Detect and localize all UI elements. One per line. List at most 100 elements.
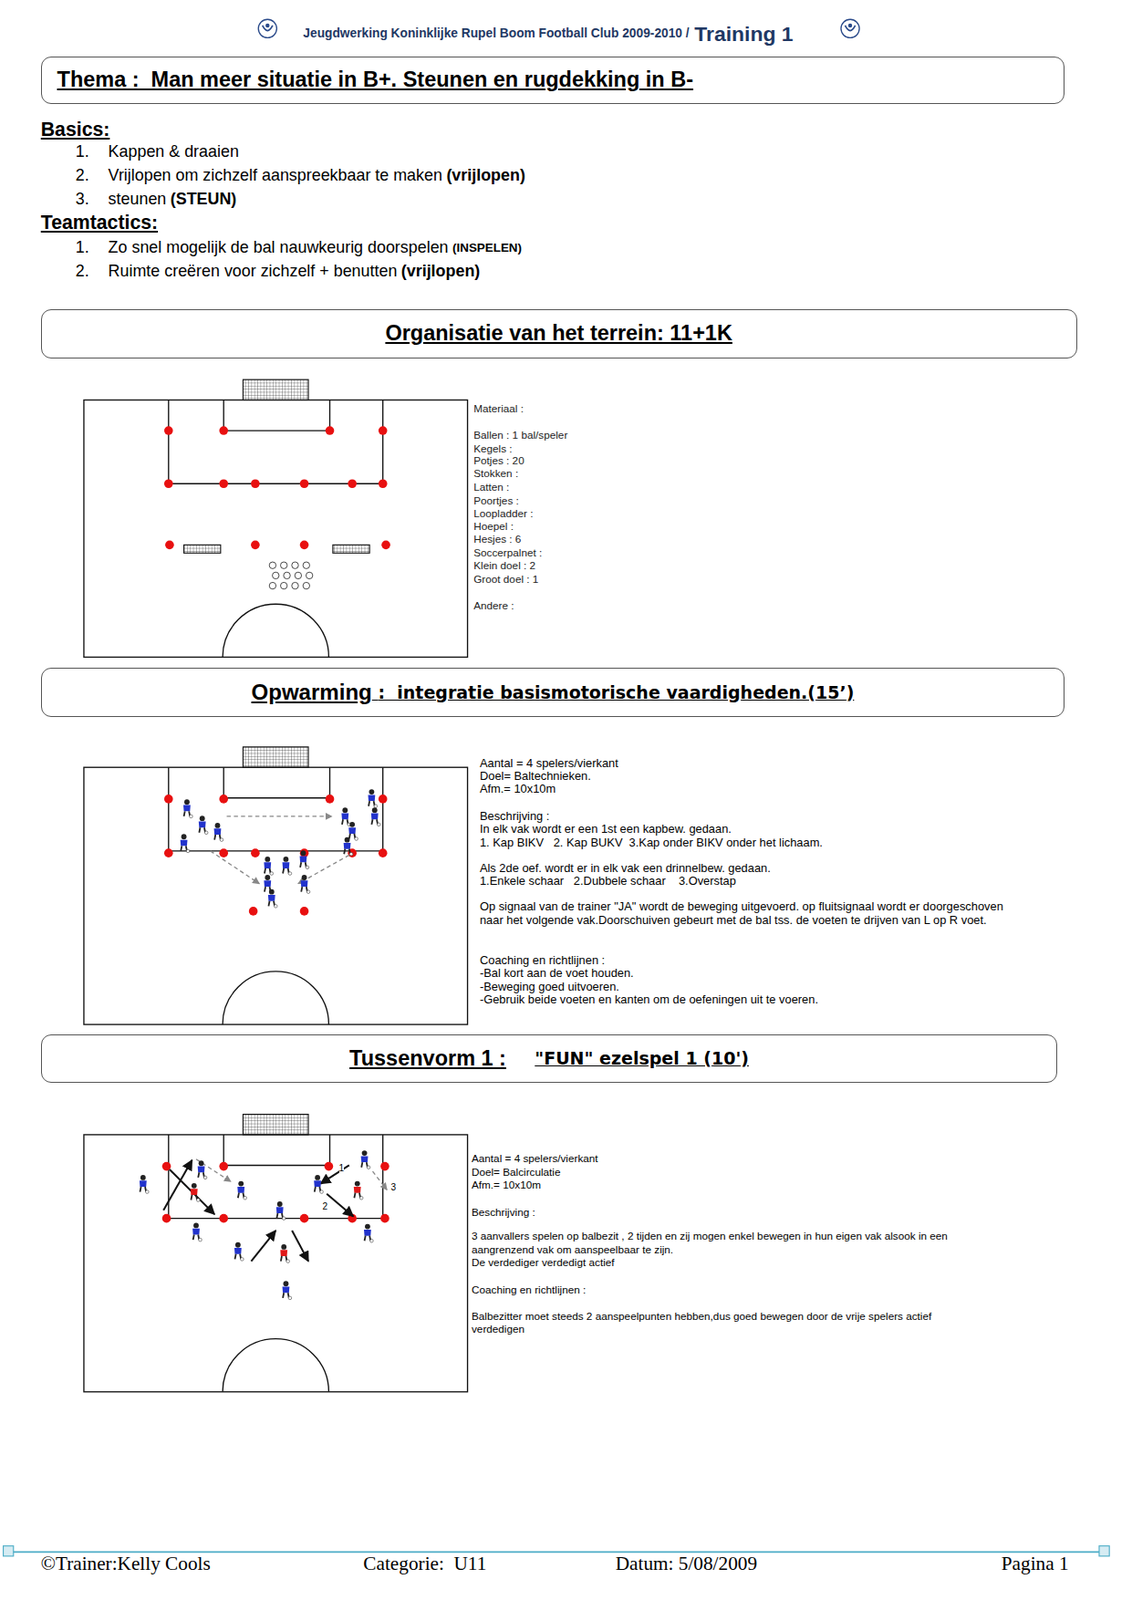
keyword: (INSPELEN)	[452, 240, 522, 255]
art-part	[272, 571, 280, 579]
material-line: Kegels :	[473, 442, 512, 456]
art-part	[235, 1242, 241, 1248]
movement-arrow	[227, 815, 333, 817]
art-part	[368, 800, 375, 807]
player-figure	[276, 1201, 286, 1220]
player-figure	[214, 822, 224, 842]
exercise-text: Aantal = 4 spelers/vierkant	[471, 1152, 599, 1165]
exercise-text: Doel= Balcirculatie	[471, 1165, 561, 1179]
art-part	[301, 880, 309, 887]
art-part	[198, 1160, 205, 1166]
art-part	[139, 1186, 146, 1193]
callout-number: 2	[322, 1201, 329, 1213]
art-part	[363, 1229, 372, 1236]
art-part	[301, 850, 307, 856]
art-part	[378, 478, 388, 489]
art-part	[378, 425, 388, 436]
art-part	[191, 1183, 198, 1189]
player-figure	[192, 1223, 202, 1242]
art-part	[184, 810, 191, 817]
club-logo	[258, 19, 277, 38]
exercise-paragraph: Balbezitter moet steeds 2 aanspeelpunten…	[471, 1309, 962, 1337]
art-part	[234, 1247, 242, 1255]
art-part	[288, 872, 292, 876]
art-part	[280, 1256, 288, 1262]
art-part	[349, 833, 356, 840]
art-part	[218, 1214, 229, 1224]
art-part	[190, 1188, 198, 1195]
movement-arrow	[326, 1194, 354, 1217]
art-part	[264, 874, 271, 881]
art-part	[198, 820, 207, 828]
list-number: 2.	[75, 166, 90, 186]
art-part	[300, 540, 310, 551]
pitch	[83, 747, 468, 1025]
art-part	[300, 1214, 310, 1224]
art-part	[280, 1244, 287, 1250]
exercise-text: Coaching en richtlijnen :	[471, 1283, 586, 1297]
art-part	[222, 971, 329, 1025]
exercise-text: -Bal kort aan de voet houden.	[479, 966, 634, 981]
player-figure	[341, 807, 351, 826]
player-figure	[367, 789, 377, 808]
art-part	[264, 868, 271, 874]
keyword: (STEUN)	[170, 189, 238, 209]
art-part	[204, 830, 208, 835]
art-part	[168, 400, 384, 485]
art-part	[268, 901, 275, 907]
list-item: Kappen & draaien	[108, 142, 239, 162]
material-line: Stokken :	[473, 467, 519, 480]
art-part	[364, 1224, 371, 1230]
art-part	[281, 1216, 286, 1221]
art-part	[198, 1237, 203, 1242]
art-part	[378, 794, 388, 804]
list-number: 3.	[75, 189, 90, 209]
player-figure	[197, 1160, 208, 1179]
material-line: Materiaal :	[473, 402, 524, 416]
header-title: Jeugdwerking Koninklijke Rupel Boom Foot…	[302, 26, 689, 42]
footer-text: Datum: 5/08/2009	[615, 1552, 758, 1575]
player-figure	[343, 837, 354, 856]
keyword: (vrijlopen)	[446, 166, 525, 186]
art-part	[250, 540, 260, 551]
section-label: Basics:	[41, 118, 111, 141]
player-figure	[363, 1224, 374, 1243]
art-part	[301, 874, 308, 881]
small-goal	[332, 544, 370, 553]
art-part	[342, 819, 349, 825]
movement-arrow	[373, 1171, 388, 1190]
training-number: Training 1	[694, 21, 793, 46]
art-part	[364, 1235, 372, 1242]
exercise-text: -Gebruik beide voeten en kanten om de oe…	[479, 993, 819, 1008]
art-part	[848, 23, 852, 28]
art-part	[184, 799, 190, 805]
art-part	[325, 794, 335, 804]
art-part	[354, 837, 359, 842]
art-part	[235, 1254, 242, 1260]
art-part	[270, 872, 274, 876]
art-part	[218, 425, 229, 436]
exercise-paragraph: 3 aanvallers spelen op balbezit , 2 tijd…	[471, 1229, 1013, 1257]
material-line: Andere :	[473, 599, 514, 613]
art-part	[347, 478, 357, 489]
art-part	[344, 837, 351, 843]
art-part	[288, 1296, 292, 1300]
movement-arrow	[169, 1169, 215, 1215]
art-part	[269, 581, 276, 589]
cone-dots	[164, 425, 391, 550]
goal-net	[242, 379, 309, 400]
art-part	[286, 1259, 291, 1264]
art-part	[197, 1172, 205, 1178]
art-part	[354, 1181, 361, 1187]
player-figure	[371, 807, 381, 826]
list-number: 2.	[75, 261, 90, 281]
material-line: Hoepel :	[473, 519, 514, 533]
player-figure	[234, 1242, 244, 1261]
art-part	[180, 840, 188, 847]
material-line: Groot doel : 1	[473, 572, 539, 586]
art-part	[376, 822, 381, 827]
art-part	[320, 1190, 324, 1195]
section-heading: Organisatie van het terrein: 11+1K	[384, 321, 732, 346]
art-part	[282, 868, 290, 874]
art-part	[306, 890, 311, 894]
